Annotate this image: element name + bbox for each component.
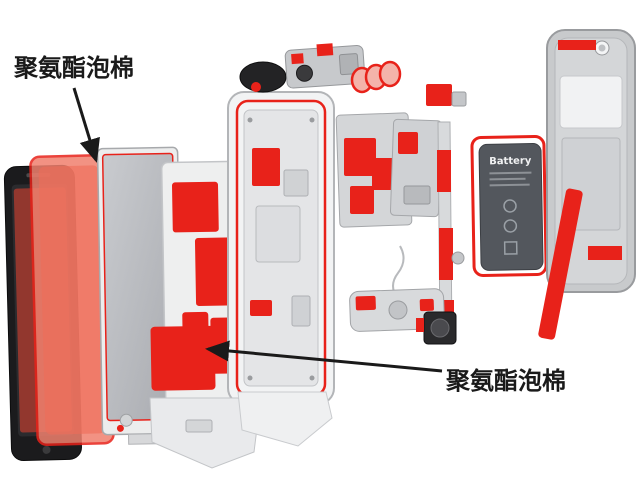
screw: [247, 117, 253, 123]
top-speaker-camera-assembly: [284, 43, 366, 89]
callout-arrow-bottom: [205, 340, 443, 373]
cover-foam-bottom: [588, 246, 622, 260]
speaker-foam-1: [355, 295, 376, 311]
flex-foam-2: [439, 228, 453, 280]
callout-arrow-top: [72, 87, 100, 163]
frame-foam-pad-1: [252, 148, 280, 186]
board-foam-4: [398, 132, 418, 154]
battery-fineprint-line: [489, 183, 530, 187]
antenna-patch: [559, 75, 623, 129]
board-foam-1: [344, 138, 376, 176]
foam-pad-top: [171, 181, 219, 233]
button-contact: [451, 251, 465, 265]
battery-fineprint-line: [489, 171, 532, 175]
battery-label: Battery: [489, 156, 532, 168]
callout-label-bottom: 聚氨酯泡棉: [445, 367, 566, 395]
battery-foam-frame: [470, 135, 548, 277]
foam-pad-bottom: [150, 325, 216, 391]
mid-frame: [227, 91, 335, 405]
foam-dot: [116, 424, 124, 432]
screw: [247, 375, 253, 381]
bottom-flex-cables: [149, 391, 333, 469]
assembly-foam-2: [316, 43, 334, 57]
assembly-block: [338, 53, 359, 76]
battery: Battery: [470, 135, 548, 277]
speaker-driver: [388, 300, 408, 320]
cover-foam-top: [558, 40, 596, 50]
screw: [309, 375, 315, 381]
adhesive-strip: [538, 188, 583, 340]
flex-sheet-left: [149, 397, 259, 469]
camera-foam: [416, 318, 424, 332]
callout-bottom-right: 聚氨酯泡棉: [205, 340, 566, 395]
vibration-motor-coils: [350, 60, 402, 94]
coil-3: [378, 60, 402, 88]
board-foam-3: [350, 186, 374, 214]
certification-mark: [503, 241, 518, 255]
board-shield: [403, 185, 431, 205]
camera-hole-inner: [598, 44, 606, 52]
speaker-foam-2: [419, 298, 434, 312]
callout-top-left: 聚氨酯泡棉: [13, 54, 134, 163]
front-camera-ring: [119, 413, 133, 427]
foam-sheet-inner: [38, 165, 106, 435]
screw: [309, 117, 315, 123]
flex-foam-1: [437, 150, 451, 192]
earpiece-body: [239, 61, 287, 93]
frame-shield: [283, 169, 309, 197]
assembly-foam-1: [291, 53, 304, 65]
small-foam-top: [426, 84, 452, 106]
small-part-top: [451, 91, 467, 107]
foam-pad-middle: [194, 237, 237, 307]
earpiece-module: [239, 61, 287, 93]
camera-lens-rear: [430, 318, 450, 338]
callout-label-top: 聚氨酯泡棉: [13, 54, 134, 82]
flex-sheet-right: [237, 391, 333, 447]
camera-lens: [295, 64, 313, 82]
certification-mark: [503, 199, 517, 213]
certification-mark: [503, 219, 518, 233]
home-dot: [42, 445, 51, 454]
earpiece-foam-dot: [251, 82, 261, 92]
rear-camera-module: [416, 311, 457, 345]
motherboard-assembly: [335, 84, 467, 228]
battery-body: [478, 143, 544, 271]
frame-foam-pad-2: [250, 300, 272, 316]
frame-battery-well: [255, 205, 301, 263]
front-foam-sheet: [29, 154, 115, 446]
flex-connector: [185, 419, 213, 433]
battery-fineprint-line: [489, 177, 526, 181]
frame-bracket: [291, 295, 311, 327]
